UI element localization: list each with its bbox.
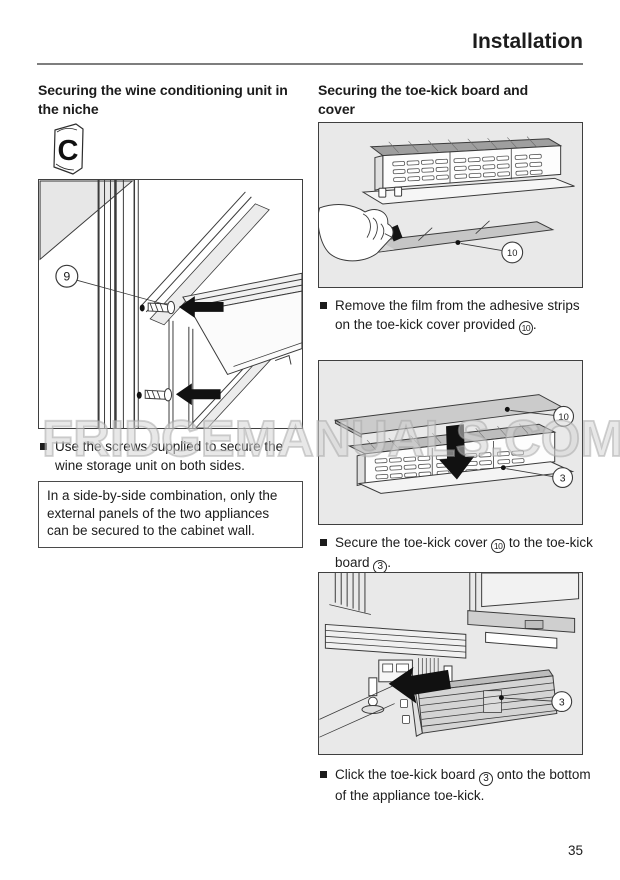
section-heading-left: Securing the wine conditioning unit in t… bbox=[38, 82, 288, 117]
screw-pack-letter: C bbox=[58, 135, 79, 167]
arrow-screw-bottom bbox=[175, 383, 221, 406]
arrow-screw-top bbox=[178, 296, 224, 318]
callout-9-label: 9 bbox=[63, 270, 70, 284]
screw-pack-c-icon: C bbox=[46, 122, 90, 178]
bullet-square-icon bbox=[40, 443, 47, 450]
bullet-text: . bbox=[532, 317, 537, 332]
callout-3-label: 3 bbox=[559, 698, 565, 709]
figure-board-click: 3 bbox=[318, 572, 583, 755]
bullet-text: Click the toe-kick board bbox=[335, 767, 480, 782]
instruction-secure-screws: Use the screws supplied to secure the wi… bbox=[38, 437, 310, 475]
bullet-text: . bbox=[387, 555, 392, 571]
bullet-square-icon bbox=[320, 302, 327, 309]
callout-10-label: 10 bbox=[507, 248, 517, 258]
arrow-up-left bbox=[388, 666, 451, 704]
page-number: 35 bbox=[567, 843, 583, 858]
bullet-text: Use the screws supplied to secure the wi… bbox=[55, 439, 284, 473]
section-heading-right: Securing the toe-kick board and cover bbox=[318, 82, 529, 117]
header-divider bbox=[37, 63, 583, 65]
circled-10: 10 bbox=[518, 321, 533, 336]
page-title: Installation bbox=[472, 30, 583, 53]
figure-cover-attach: 10 3 bbox=[318, 360, 583, 525]
arrow-down bbox=[439, 424, 475, 480]
circled-3: 3 bbox=[479, 772, 494, 786]
bullet-text: to the toe-kick board bbox=[335, 535, 593, 571]
figure-niche-screws: 9 bbox=[38, 179, 303, 429]
bullet-square-icon bbox=[320, 539, 327, 546]
figure-film-peel: 10 bbox=[318, 122, 583, 288]
bullet-text: Secure the toe-kick cover bbox=[335, 535, 492, 550]
note-text: In a side-by-side combination, only the … bbox=[47, 488, 278, 538]
circled-10: 10 bbox=[491, 539, 506, 554]
note-box: In a side-by-side combination, only the … bbox=[38, 481, 303, 548]
instruction-remove-film: Remove the film from the adhesive strips… bbox=[318, 296, 594, 336]
callout-10-label: 10 bbox=[558, 412, 568, 422]
bullet-square-icon bbox=[320, 771, 327, 778]
bullet-text: onto the bottom of the appliance toe-kic… bbox=[335, 767, 591, 803]
callout-3-label: 3 bbox=[560, 474, 566, 485]
bullet-text: Remove the film from the adhesive strips… bbox=[335, 298, 580, 332]
instruction-secure-cover: Secure the toe-kick cover 10 to the toe-… bbox=[318, 533, 594, 575]
instruction-click-board: Click the toe-kick board 3 onto the bott… bbox=[318, 765, 594, 805]
